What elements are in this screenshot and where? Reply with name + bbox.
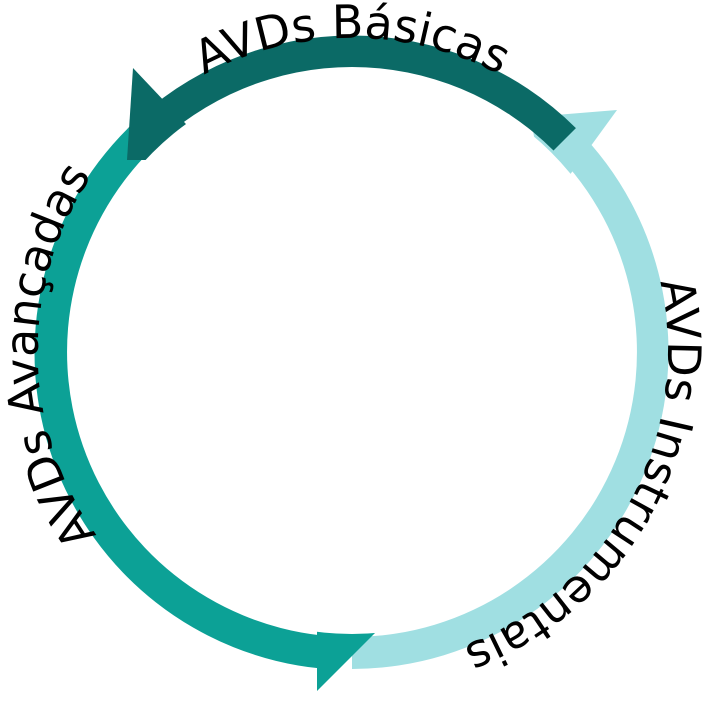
segment-instrumentais-arc — [352, 128, 669, 670]
segment-basicas-arc — [128, 35, 576, 151]
cycle-center — [70, 70, 634, 634]
segment-avancadas-arc — [34, 128, 320, 669]
